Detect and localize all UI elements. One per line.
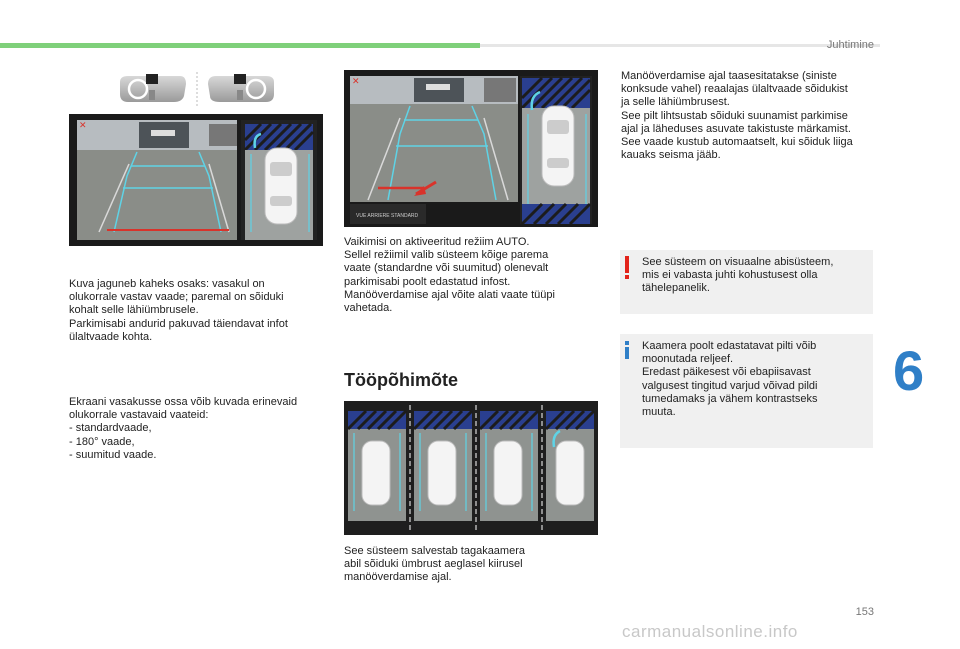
section-heading: Tööpõhimõte [344,370,458,390]
chapter-number: 6 [893,339,925,402]
middle-paragraph-2: See süsteem salvestab tagakaamera abil s… [344,545,525,584]
mirror-icon-left [120,74,186,102]
middle-paragraph-1: Vaikimisi on aktiveeritud režiim AUTO. S… [344,236,555,315]
striped-zone [520,202,592,226]
left-paragraph-1: Kuva jaguneb kaheks osaks: vasakul on ol… [69,278,288,343]
watermark: carmanualsonline.info [622,622,798,641]
sequence-frame-4 [544,409,596,521]
page-number: 153 [855,606,874,618]
sequence-frame-2 [412,409,474,521]
striped-zone [520,76,592,110]
sequence-frame-1 [346,409,408,521]
svg-text:✕: ✕ [79,120,87,130]
info-note: Kaamera poolt edastatavat pilti võib moo… [620,334,873,448]
warning-icon [625,256,629,273]
parking-sequence-image [344,401,598,535]
info-note-text: Kaamera poolt edastatavat pilti võib moo… [642,340,818,419]
header-rule [480,44,880,47]
header-accent-bar [0,43,480,48]
camera-screen-image-left: ✕ [69,114,323,246]
camera-screen-image-middle: ✕ VUE ARRIERE STANDARD [344,70,598,227]
info-icon-dot [625,341,629,345]
left-paragraph-2: Ekraani vasakusse ossa võib kuvada erine… [69,396,298,461]
mirror-icon-right [208,74,274,102]
camera-view-label: VUE ARRIERE STANDARD [356,213,419,219]
warning-icon-dot [625,275,629,279]
svg-text:✕: ✕ [352,76,360,86]
section-title: Juhtimine [826,39,874,51]
mirror-camera-icons [120,72,274,106]
car-top-view [264,147,298,225]
info-icon [625,347,629,359]
warning-note: See süsteem on visuaalne abisüsteem, mis… [620,250,873,314]
warning-note-text: See süsteem on visuaalne abisüsteem, mis… [642,256,834,295]
right-paragraph-1: Manöö­verdamise ajal taasesitatakse (sin… [621,70,853,162]
car-top-view [541,105,575,187]
sequence-frame-3 [478,409,540,521]
